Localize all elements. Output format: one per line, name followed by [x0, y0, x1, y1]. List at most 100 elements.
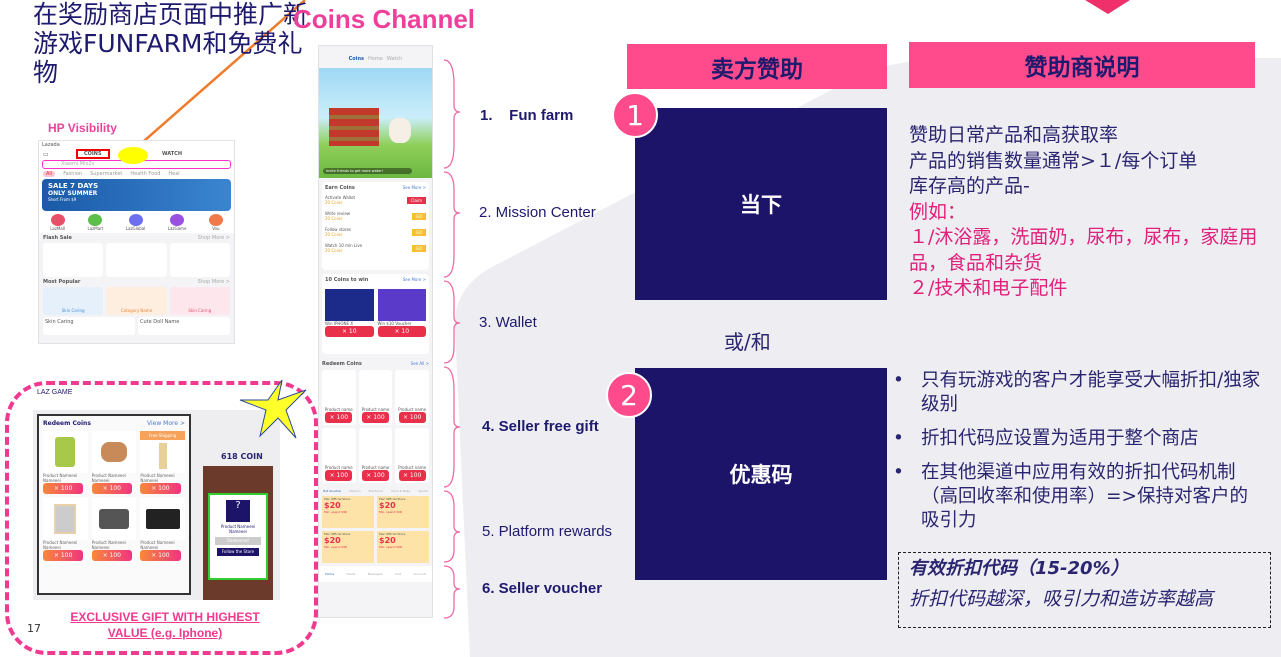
nav-messages[interactable]: Messages [367, 572, 383, 576]
nav-cart[interactable]: Cart [394, 572, 402, 576]
mystery-gift-icon: ? [226, 500, 250, 522]
voucher-tab[interactable]: Sports [418, 489, 428, 493]
watch-tab[interactable]: WATCH [162, 151, 183, 157]
option2-bullets: •只有玩游戏的客户才能享受大幅折扣/独家级别 •折扣代码应设置为适用于整个商店 … [893, 370, 1261, 531]
option-current-box: 当下 [635, 108, 887, 300]
most-popular-title: Most Popular [43, 279, 81, 285]
bottom-nav: Home Feeds Messages Cart Account [319, 566, 432, 582]
voucher-tab[interactable]: Fashion [349, 489, 361, 493]
ten-coins-title: 10 Coins to win [325, 277, 369, 283]
redeem-item[interactable]: Product name× 100 [322, 428, 356, 483]
fun-farm-game[interactable]: Invite friends to get more water! [319, 68, 432, 178]
highlight-dot [118, 147, 148, 164]
discount-note-box: 有效折扣代码（15-20%） 折扣代码越深，吸引力和造访率越高 [898, 552, 1271, 628]
hp-visibility-label: HP Visibility [48, 121, 117, 135]
voucher-tab[interactable]: Hot Voucher [322, 489, 342, 493]
list-item[interactable]: Skin Caring [43, 317, 135, 335]
gift-item[interactable]: Product Nameeei Nameeei× 100 [43, 431, 88, 494]
channel-mission-center: 2. Mission Center [479, 204, 596, 221]
slide-title: 在奖励商店页面中推广新游戏FUNFARM和免费礼物 [33, 0, 309, 87]
earn-coins-title: Earn Coins [325, 185, 355, 191]
pointer-line [127, 0, 306, 156]
popular-item[interactable]: Skin Caring [169, 287, 230, 315]
tab-coins[interactable]: Coins [348, 56, 364, 62]
shortcut-item[interactable]: LazGame [168, 214, 186, 231]
category-tab[interactable]: Supermarket [90, 171, 123, 177]
go-button[interactable]: GO [411, 244, 426, 252]
coins-channel-screenshot: Coins Home Watch Invite friends to get m… [318, 45, 433, 618]
number-badge-1: 1 [612, 92, 658, 138]
channel-wallet: 3. Wallet [479, 314, 537, 331]
win-item[interactable]: Win $10 Voucher× 10 [377, 289, 426, 337]
gift-item[interactable]: Product Nameeei Nameeei× 100 [91, 498, 137, 561]
tab-home[interactable]: Home [368, 56, 383, 62]
nav-home[interactable]: Home [325, 572, 335, 576]
win-item[interactable]: Win IPHONE X× 10 [325, 289, 374, 337]
laz-game-label: LAZ GAME [37, 389, 73, 396]
nav-feeds[interactable]: Feeds [346, 572, 356, 576]
note-body: 折扣代码越深，吸引力和造访率越高 [909, 588, 1214, 610]
shortcut-item[interactable]: LazGlobal [126, 214, 145, 231]
app-name: Lazada [42, 142, 60, 148]
gift-item[interactable]: Product Nameeei Nameeei× 100 [91, 431, 137, 494]
list-item[interactable]: Cute Doll Name [138, 317, 230, 335]
category-tab[interactable]: Heal [168, 171, 180, 177]
redeem-item[interactable]: Product name× 100 [395, 428, 429, 483]
redeem-item[interactable]: Product name× 100 [322, 370, 356, 425]
sponsor-description-header: 赞助商说明 [909, 42, 1255, 88]
redeem-item[interactable]: Product name× 100 [358, 370, 393, 425]
coins-channel-title: Coins Channel [293, 4, 476, 34]
nav-account[interactable]: Account [413, 572, 426, 576]
redeem-item[interactable]: Product name× 100 [395, 370, 429, 425]
option1-description: 赞助日常产品和高获取率 产品的销售数量通常>１/每个订单 库存高的产品- 例如：… [909, 124, 1258, 299]
voucher-tab[interactable]: Mom & Baby [391, 489, 411, 493]
shop-more-link[interactable]: Shop More > [197, 279, 230, 285]
category-tab[interactable]: Health Food [130, 171, 161, 177]
view-more-link[interactable]: View More > [147, 420, 185, 427]
option-discount-code-box: 优惠码 [635, 368, 887, 580]
voucher-tab[interactable]: Electronic [368, 489, 384, 493]
shortcut-item[interactable]: LazMart [87, 214, 103, 231]
see-all-link[interactable]: See All > [410, 361, 429, 366]
shortcut-item[interactable]: Vou [208, 214, 223, 231]
see-more-link[interactable]: See More > [402, 277, 426, 282]
see-more-link[interactable]: See More > [402, 185, 426, 190]
popular-item[interactable]: Skin Caring [43, 287, 104, 315]
category-tab[interactable]: All [43, 171, 56, 177]
go-button[interactable]: GO [411, 212, 426, 220]
exclusive-gift-frame [5, 381, 318, 655]
channel-seller-free-gift: 4. Seller free gift [482, 418, 599, 435]
shop-more-link[interactable]: Shop More > [197, 235, 230, 241]
seller-sponsor-header: 卖方赞助 [627, 44, 887, 89]
note-title: 有效折扣代码（15-20%） [909, 558, 1129, 579]
promo-banner[interactable]: SALE 7 DAYS ONLY SUMMER Short From $9 [42, 179, 231, 211]
coins-tab-highlight[interactable]: COINS [76, 149, 110, 159]
popular-item[interactable]: Category Name [106, 287, 167, 315]
logo-corner [1085, 0, 1130, 14]
go-button[interactable]: GO [411, 228, 426, 236]
redeem-item[interactable]: Product name× 100 [358, 428, 393, 483]
claim-button[interactable]: Claim [406, 196, 426, 204]
flash-sale-title: Flash Sale [43, 235, 72, 241]
tab-watch[interactable]: Watch [386, 56, 403, 62]
gift-item[interactable]: Product Nameeei Nameeei× 100 [43, 498, 88, 561]
coin-count: 618 COIN [221, 452, 263, 461]
or-and-label: 或/和 [724, 330, 771, 354]
follow-store-button[interactable]: Follow the Store [217, 548, 259, 556]
shortcut-item[interactable]: LazMall [50, 214, 65, 231]
gift-item[interactable]: Product Nameeei Nameeei× 100 [140, 498, 185, 561]
homepage-screenshot: Lazada ▭ COINS WATCH Xiaomi Mix2s All Fa… [38, 140, 235, 344]
category-tab[interactable]: Fashion [63, 171, 83, 177]
channel-platform-rewards: 5. Platform rewards [482, 523, 613, 540]
